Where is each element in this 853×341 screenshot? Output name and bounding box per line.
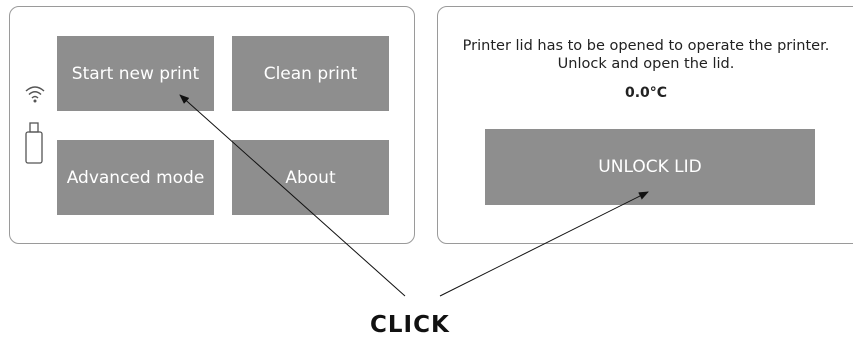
about-button[interactable]: About (232, 140, 389, 215)
click-annotation-label: CLICK (370, 312, 450, 338)
start-new-print-button[interactable]: Start new print (57, 36, 214, 111)
lid-instruction-message: Unlock and open the lid. (557, 56, 735, 72)
usb-drive-icon (25, 122, 43, 164)
clean-print-button[interactable]: Clean print (232, 36, 389, 111)
main-menu-panel: Start new print Clean print Advanced mod… (9, 6, 415, 244)
lid-warning-message: Printer lid has to be opened to operate … (462, 38, 830, 54)
lid-warning-panel: Printer lid has to be opened to operate … (437, 6, 853, 244)
advanced-mode-button[interactable]: Advanced mode (57, 140, 214, 215)
wifi-icon (25, 86, 45, 103)
temperature-readout: 0.0°C (624, 85, 668, 101)
unlock-lid-button[interactable]: UNLOCK LID (485, 129, 815, 205)
